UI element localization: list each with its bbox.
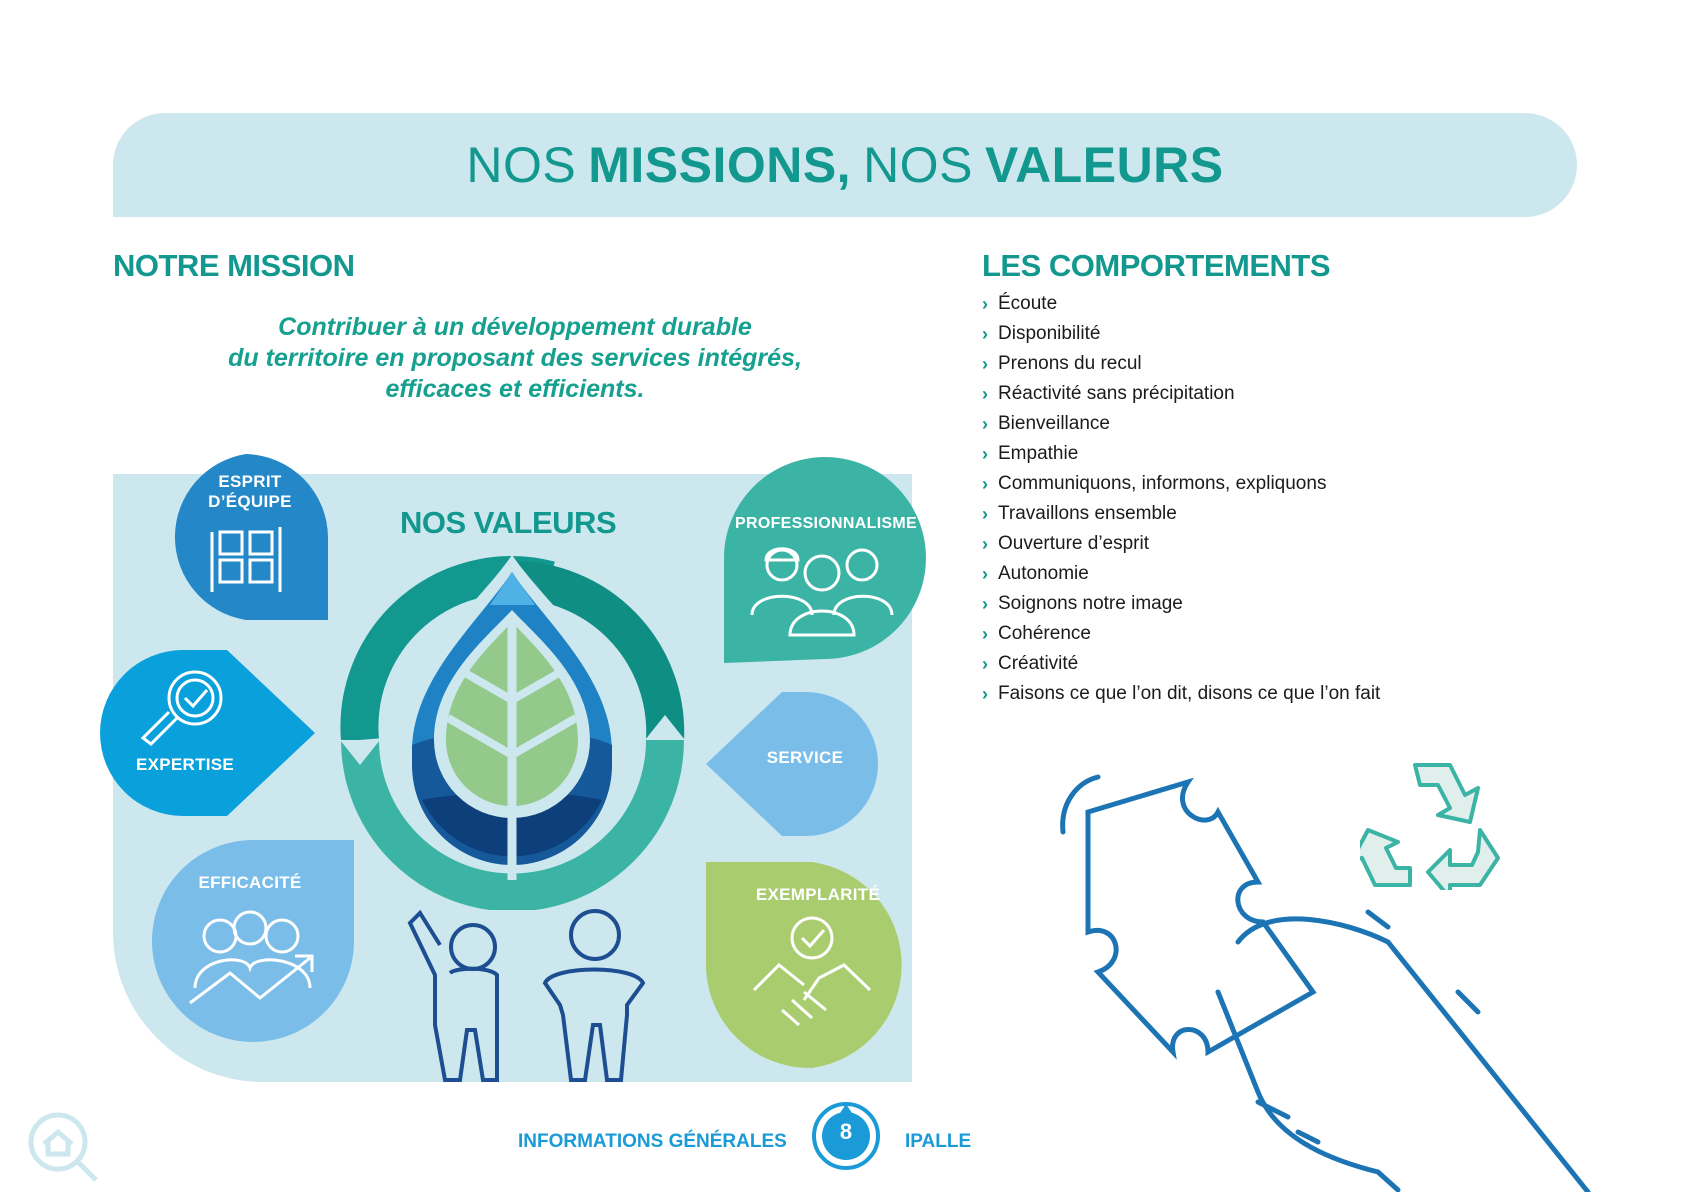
group-growth-icon [189, 910, 314, 1005]
team-people-icon [750, 547, 894, 637]
characters-illustration [407, 909, 646, 1082]
title-banner [113, 113, 1577, 217]
mission-heading: NOTRE MISSION [113, 248, 355, 283]
magnifier-check-icon [140, 670, 223, 746]
service-bubble [706, 692, 878, 836]
list-item: ›Disponibilité [982, 323, 1101, 344]
exemplarite-bubble [706, 862, 902, 1069]
list-item: ›Travaillons ensemble [982, 503, 1177, 524]
mission-line-3: efficaces et efficients. [385, 375, 645, 403]
list-item: ›Empathie [982, 443, 1079, 464]
list-item: ›Soignons notre image [982, 593, 1183, 614]
mission-statement: Contribuer à un développement durable du… [150, 312, 880, 405]
title-part-2: MISSIONS, [588, 137, 852, 193]
list-item: ›Bienveillance [982, 413, 1110, 434]
list-item: ›Réactivité sans précipitation [982, 383, 1235, 404]
list-item: ›Cohérence [982, 623, 1091, 644]
title-part-1: NOS [466, 137, 577, 193]
teamwork-hands-icon [210, 527, 282, 592]
comportements-list: ›Écoute ›Disponibilité ›Prenons du recul… [982, 289, 1380, 709]
expertise-label: EXPERTISE [135, 755, 235, 774]
expertise-bubble [100, 650, 315, 816]
esprit-equipe-label: ESPRIT D’ÉQUIPE [208, 472, 292, 511]
footer-section-label: INFORMATIONS GÉNÉRALES [518, 1131, 787, 1152]
puzzle-hand-icon [1060, 774, 1591, 1192]
list-item: ›Autonomie [982, 563, 1089, 584]
page-number: 8 [839, 1119, 853, 1144]
page-title: NOS MISSIONS, NOS VALEURS [113, 113, 1577, 217]
leaf-drop-icon [340, 555, 685, 910]
efficacite-bubble [152, 840, 354, 1042]
mission-line-1: Contribuer à un développement durable [278, 313, 752, 341]
title-part-3: NOS [863, 137, 973, 193]
list-item: ›Ouverture d’esprit [982, 533, 1150, 554]
home-search-icon[interactable] [26, 1110, 102, 1186]
mission-line-2: du territoire en proposant des services … [228, 344, 802, 372]
footer-brand: IPALLE [905, 1131, 972, 1152]
list-item: ›Communiquons, informons, expliquons [982, 473, 1327, 494]
valeurs-title: NOS VALEURS [400, 505, 617, 540]
efficacite-label: EFFICACITÉ [198, 873, 302, 892]
title-part-4: VALEURS [984, 137, 1224, 193]
professionnalisme-bubble [724, 457, 926, 663]
handshake-check-icon [752, 916, 872, 1027]
list-item: ›Prenons du recul [982, 353, 1142, 374]
page-number-drop-icon [812, 1102, 880, 1170]
exemplarite-label: EXEMPLARITÉ [755, 885, 881, 904]
list-item: ›Écoute [982, 293, 1058, 314]
service-label: SERVICE [766, 748, 844, 767]
recycle-icon [1360, 763, 1500, 890]
list-item: ›Créativité [982, 653, 1079, 674]
list-item: ›Faisons ce que l’on dit, disons ce que … [982, 683, 1381, 704]
comportements-heading: LES COMPORTEMENTS [982, 248, 1331, 283]
professionnalisme-label: PROFESSIONNALISME [735, 515, 918, 532]
esprit-equipe-bubble [174, 454, 328, 620]
